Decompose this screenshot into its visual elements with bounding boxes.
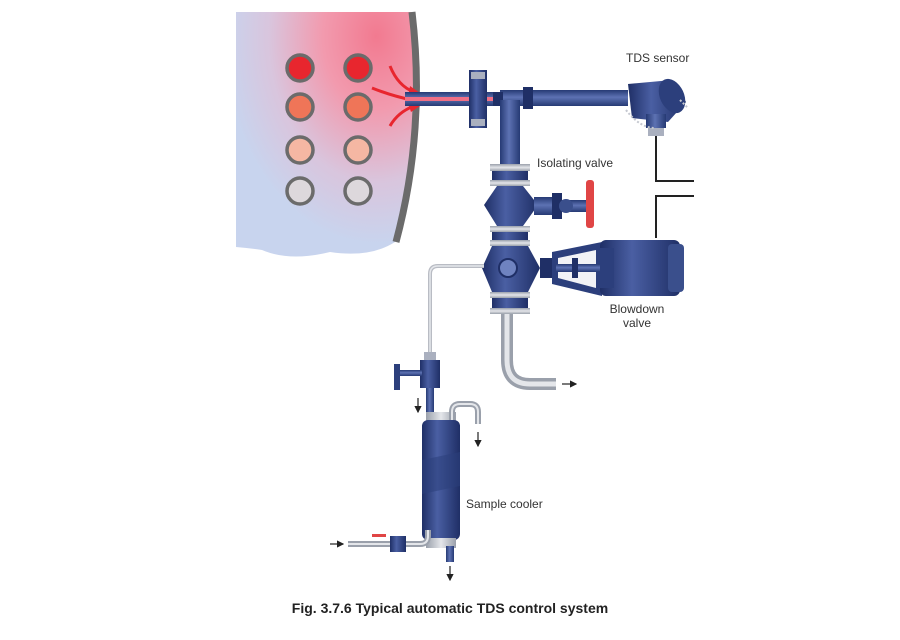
discharge-pipe bbox=[501, 314, 578, 390]
tds-sensor-label: TDS sensor bbox=[626, 51, 690, 65]
sample-cooler bbox=[330, 401, 482, 582]
inlet-valve bbox=[390, 536, 406, 552]
tube-row-1-right bbox=[343, 53, 373, 83]
sample-cooler-label: Sample cooler bbox=[466, 497, 543, 511]
isolating-valve-handwheel bbox=[586, 180, 594, 228]
isolating-valve bbox=[484, 180, 594, 228]
tube-row-2-right bbox=[343, 92, 373, 122]
blowdown-valve-actuator bbox=[600, 240, 680, 296]
blowdown-valve bbox=[482, 240, 684, 296]
blowdown-valve-lower-flange bbox=[490, 292, 530, 314]
tube-row-2-left bbox=[285, 92, 315, 122]
boiler bbox=[236, 11, 420, 257]
signal-cables bbox=[655, 136, 694, 238]
tube-row-4-left bbox=[285, 176, 315, 206]
isolating-valve-label: Isolating valve bbox=[537, 156, 614, 170]
boiler-tubes bbox=[285, 53, 373, 206]
tube-row-3-left bbox=[285, 135, 315, 165]
tube-row-1-left bbox=[285, 53, 315, 83]
isolating-valve-lower-flange bbox=[490, 226, 530, 246]
tube-row-4-right bbox=[343, 176, 373, 206]
blowdown-valve-label-line1: Blowdown bbox=[609, 302, 665, 316]
vertical-drop-pipe bbox=[490, 100, 530, 186]
tds-sensor bbox=[625, 78, 689, 136]
blowdown-valve-label-line2: valve bbox=[622, 316, 651, 330]
blowdown-valve-label: Blowdown valve bbox=[600, 302, 674, 330]
boiler-shell bbox=[392, 11, 420, 243]
sample-line bbox=[428, 264, 484, 360]
inlet-valve-handle bbox=[372, 534, 386, 537]
sample-valve bbox=[394, 352, 440, 420]
pipe-flange bbox=[469, 70, 487, 128]
sample-valve-handle bbox=[394, 364, 400, 390]
sensor-chain bbox=[625, 109, 656, 129]
figure-caption: Fig. 3.7.6 Typical automatic TDS control… bbox=[291, 600, 609, 616]
boiler-water bbox=[236, 12, 416, 257]
tube-row-3-right bbox=[343, 135, 373, 165]
sensor-pipe bbox=[405, 70, 628, 128]
